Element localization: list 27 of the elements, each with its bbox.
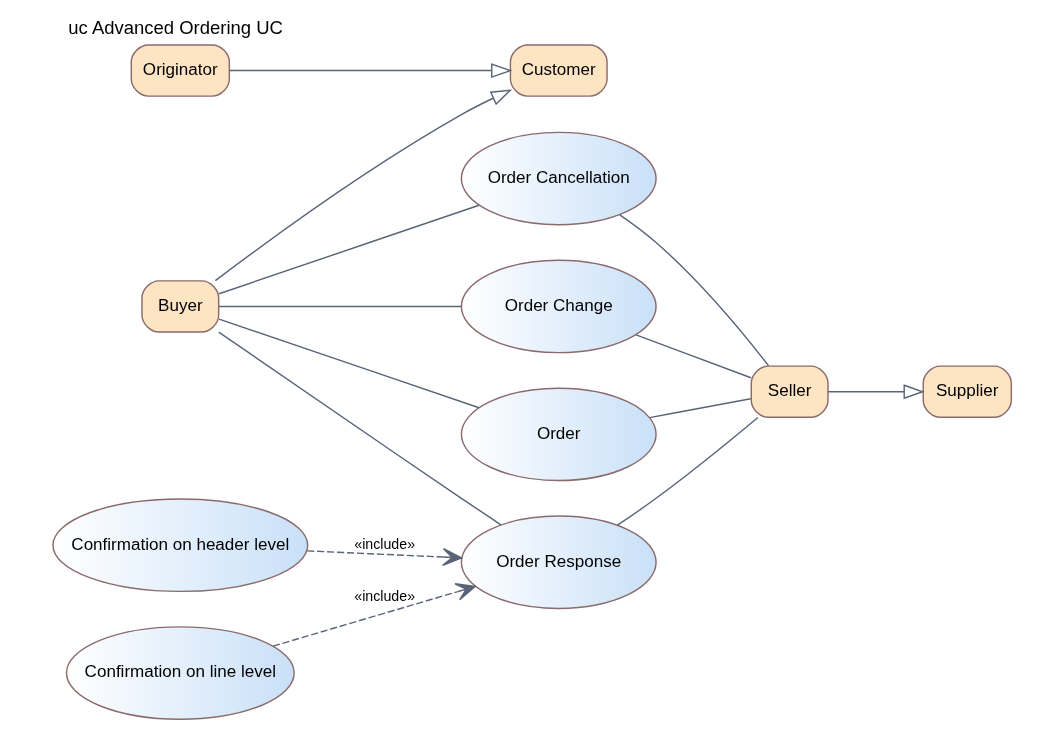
node-ellipse: Order Change [460, 259, 657, 354]
node-ellipse: Confirmation on header level [52, 498, 309, 593]
connector [218, 204, 480, 295]
connector [648, 398, 752, 419]
node-box: Customer [509, 44, 608, 97]
connector [616, 416, 759, 526]
edge-label: «include» [354, 587, 416, 604]
node-ellipse: Confirmation on line level [65, 626, 295, 720]
connector [218, 331, 502, 526]
diagram-title: uc Advanced Ordering UC [68, 17, 283, 39]
arrow [228, 63, 513, 79]
node-ellipse: Order Response [460, 515, 657, 610]
arrow [827, 384, 925, 400]
connector [218, 318, 480, 409]
connector [218, 305, 462, 308]
arrow [214, 89, 513, 282]
node-box: Originator [130, 44, 231, 97]
arrow [306, 548, 463, 567]
node-box: Supplier [922, 365, 1013, 418]
arrow [272, 583, 476, 647]
connector [635, 334, 752, 379]
connector [619, 214, 770, 367]
node-box: Buyer [141, 280, 220, 333]
node-ellipse: Order [460, 387, 657, 482]
node-box: Seller [750, 365, 829, 418]
edge-label: «include» [354, 536, 416, 553]
node-ellipse: Order Cancellation [460, 131, 657, 226]
